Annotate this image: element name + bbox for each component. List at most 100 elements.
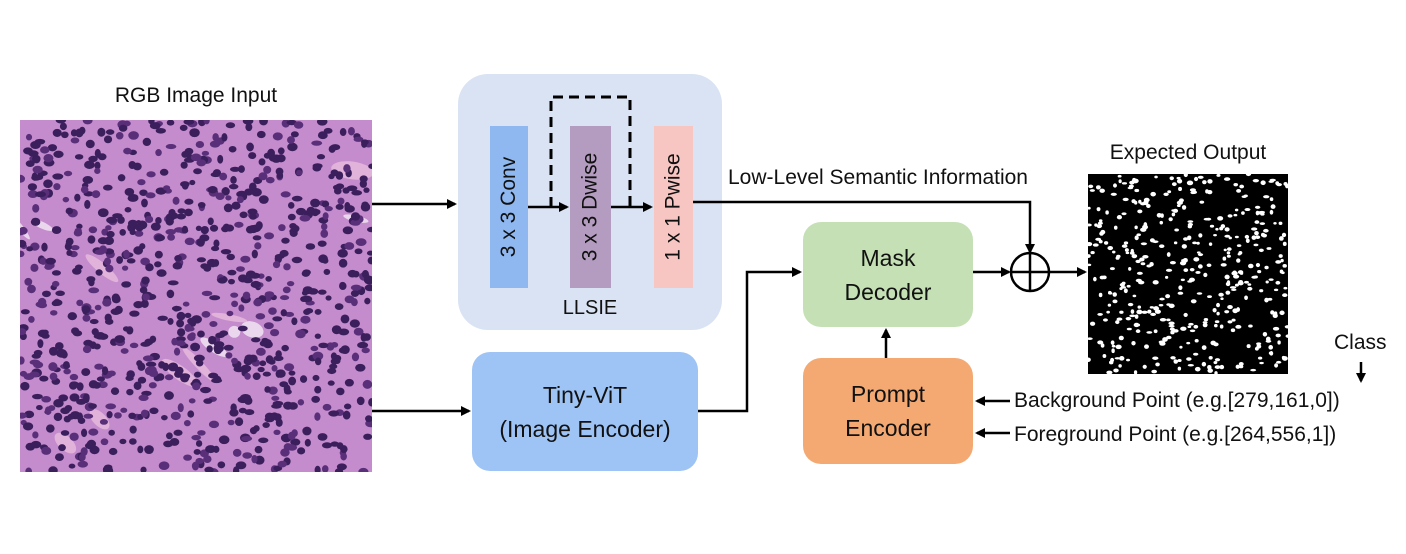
tissue-nucleus — [69, 393, 80, 402]
tissue-nucleus — [174, 255, 182, 262]
mask-nucleus — [1100, 343, 1105, 348]
mask-nucleus — [1127, 186, 1134, 190]
tissue-nucleus — [155, 149, 162, 157]
mask-nucleus — [1254, 205, 1261, 209]
tissue-nucleus — [99, 245, 108, 254]
tissue-nucleus — [252, 372, 261, 380]
tissue-nucleus — [327, 367, 337, 375]
mask-nucleus — [1111, 344, 1116, 348]
tissue-nucleus — [83, 393, 90, 403]
tissue-nucleus — [91, 328, 99, 336]
tissue-nucleus — [206, 345, 213, 353]
mask-nucleus — [1183, 174, 1188, 178]
mask-nucleus — [1223, 248, 1227, 252]
tissue-nucleus — [250, 280, 261, 289]
tissue-nucleus — [343, 164, 351, 173]
mask-nucleus — [1193, 324, 1199, 329]
mask-nucleus — [1106, 310, 1110, 314]
tissue-nucleus — [32, 204, 40, 213]
mask-nucleus — [1278, 221, 1283, 225]
mask-nucleus — [1181, 244, 1187, 249]
mask-nucleus — [1180, 326, 1187, 331]
tissue-nucleus — [196, 238, 205, 247]
mask-nucleus — [1220, 263, 1227, 267]
mask-nucleus — [1088, 337, 1093, 340]
mask-nucleus — [1112, 299, 1118, 304]
mask-nucleus — [1177, 366, 1182, 371]
tissue-nucleus — [85, 139, 95, 149]
tissue-nucleus — [190, 342, 201, 352]
mask-nucleus — [1238, 279, 1244, 285]
mask-nucleus — [1121, 244, 1128, 248]
tissue-nucleus — [225, 195, 232, 201]
tissue-nucleus — [53, 150, 64, 158]
tissue-nucleus — [62, 361, 70, 370]
mask-nucleus — [1114, 357, 1121, 360]
tissue-nucleus — [95, 269, 103, 276]
tissue-nucleus — [342, 187, 350, 194]
tissue-nucleus — [322, 212, 329, 220]
tissue-nucleus — [66, 249, 73, 257]
tissue-nucleus — [244, 354, 254, 363]
mask-nucleus — [1187, 220, 1194, 223]
mask-nucleus — [1147, 309, 1152, 314]
tissue-nucleus — [330, 342, 339, 348]
tissue-nucleus — [299, 375, 308, 383]
tissue-nucleus — [281, 237, 290, 244]
mask-nucleus — [1278, 254, 1283, 258]
element-wise-sum-icon — [1009, 251, 1051, 293]
tissue-nucleus — [128, 131, 139, 140]
mask-nucleus — [1176, 176, 1181, 180]
tissue-nucleus — [317, 131, 328, 140]
mask-nucleus — [1282, 264, 1287, 268]
tissue-nucleus — [35, 404, 43, 411]
tissue-nucleus — [355, 238, 367, 247]
tissue-nucleus — [27, 284, 36, 294]
mask-nucleus — [1251, 235, 1257, 240]
mask-nucleus — [1144, 344, 1149, 349]
tissue-nucleus — [186, 326, 195, 332]
tissue-nucleus — [271, 395, 280, 401]
mask-nucleus — [1213, 360, 1218, 365]
tissue-nucleus — [192, 382, 201, 391]
mask-nucleus — [1256, 342, 1262, 346]
tissue-nucleus — [24, 410, 35, 419]
tissue-nucleus — [328, 410, 340, 417]
mask-nucleus — [1166, 303, 1171, 306]
tissue-nucleus — [288, 402, 298, 410]
mask-nucleus — [1140, 242, 1148, 246]
tissue-nucleus — [314, 412, 321, 421]
tissue-nucleus — [272, 400, 284, 407]
tissue-nucleus — [105, 225, 112, 231]
tissue-nucleus — [129, 438, 137, 445]
tissue-nucleus — [259, 120, 268, 126]
tissue-nucleus — [119, 438, 127, 445]
tissue-nucleus — [363, 187, 370, 193]
mask-nucleus — [1264, 297, 1269, 303]
tissue-nucleus — [350, 284, 362, 291]
mask-nucleus — [1113, 183, 1117, 188]
mask-nucleus — [1099, 188, 1105, 193]
mask-nucleus — [1244, 208, 1251, 212]
tissue-nucleus — [82, 176, 94, 184]
mask-nucleus — [1110, 340, 1115, 345]
skip-connection-dashed — [549, 95, 632, 207]
tissue-nucleus — [363, 433, 372, 440]
mask-nucleus — [1194, 176, 1199, 182]
mask-nucleus — [1214, 323, 1218, 328]
tissue-nucleus — [77, 460, 88, 468]
tissue-nucleus — [137, 376, 147, 384]
mask-nucleus — [1109, 267, 1115, 271]
tissue-nucleus — [61, 131, 69, 139]
tissue-nucleus — [20, 239, 27, 248]
tissue-nucleus — [253, 298, 263, 307]
tissue-nucleus — [188, 398, 196, 404]
tissue-nucleus — [350, 219, 361, 226]
tissue-nucleus — [149, 122, 161, 130]
tissue-nucleus — [300, 315, 311, 324]
mask-nucleus — [1116, 254, 1121, 259]
tissue-nucleus — [70, 245, 80, 251]
mask-nucleus — [1230, 328, 1236, 333]
tissue-nucleus — [283, 263, 291, 271]
mask-nucleus — [1189, 267, 1195, 272]
